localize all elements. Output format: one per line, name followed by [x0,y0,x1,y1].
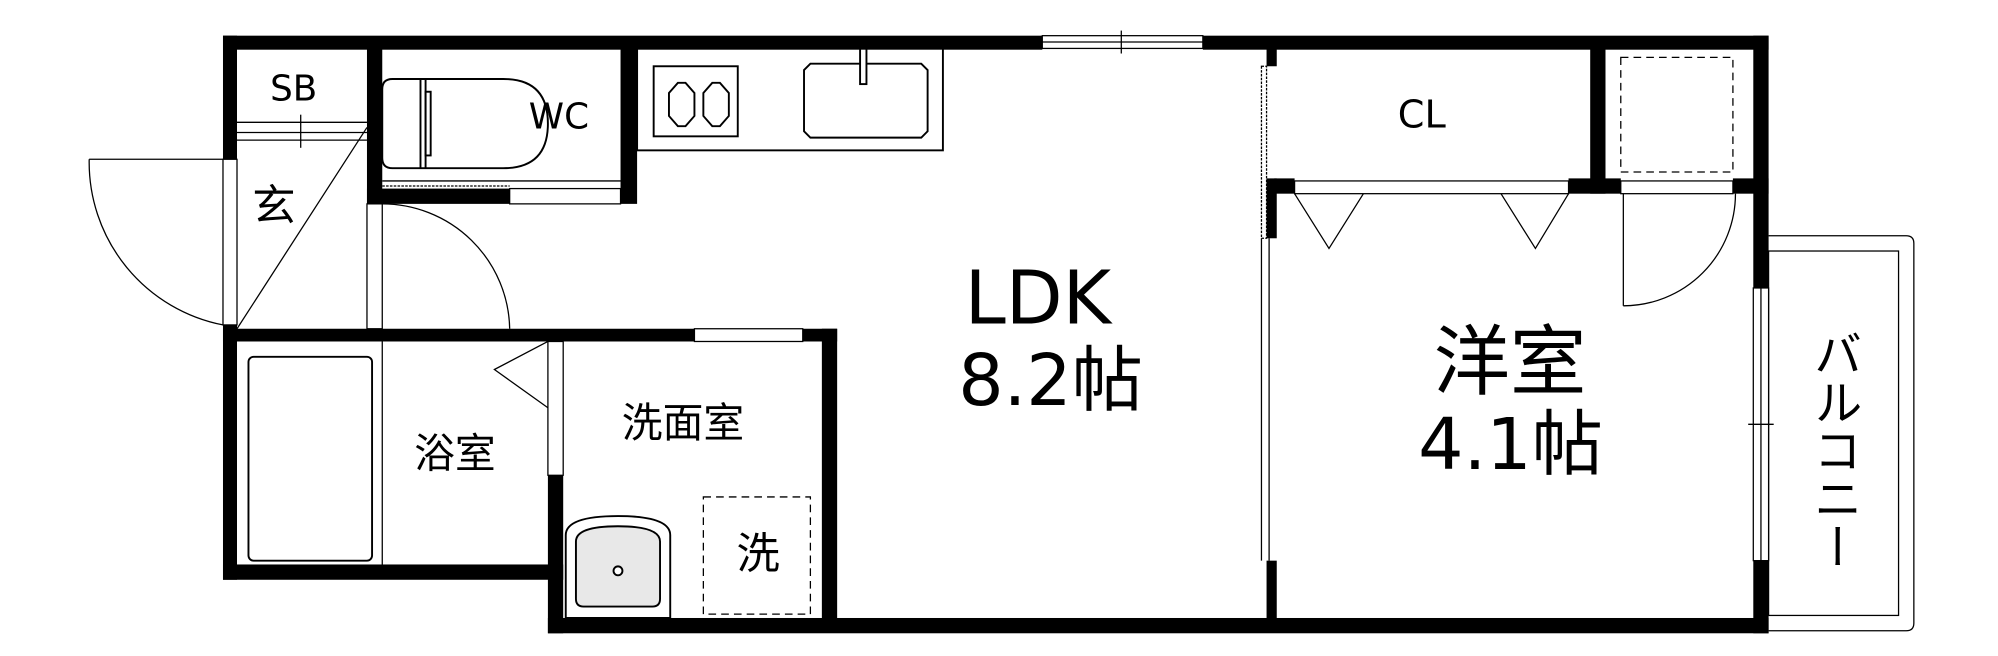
wall-right [1753,560,1769,634]
wall-bottom [547,617,1769,634]
ldk-door-icon [366,203,511,330]
burner-icon [667,81,696,128]
wall-bath-top [222,328,695,342]
toilet-icon [381,78,549,170]
wall-ldk-western [1266,48,1277,67]
wall-sb-wc [366,48,383,204]
kitchen-counter [636,47,944,152]
bathtub-icon [247,355,374,562]
wall-wc-bottom [366,188,510,204]
washer-pan [702,496,812,615]
room-label-genkan: 玄 [252,180,296,232]
wall-left [222,35,238,160]
room-label-closet: CL [1397,93,1446,138]
western-door-icon [1620,180,1737,307]
wash-basin-icon [564,515,672,619]
room-label-wc: WC [528,95,589,138]
room-size-western: 4.1帖 [1418,403,1604,487]
wall-top [1202,35,1769,50]
room-label-western: 洋室 [1433,318,1587,408]
wall-top [222,35,1043,50]
wall-wc-kitchen [620,48,638,204]
genkan-step-line [236,127,368,330]
room-label-washer: 洗 [736,528,780,580]
wall-ldk-western [1266,560,1277,625]
wall-closet-storage [1590,48,1606,194]
wall-left [222,324,238,580]
bath-door-icon [493,340,564,476]
room-label-sb: SB [270,67,318,110]
wall-right [1753,35,1769,288]
wc-sliding-door [382,180,622,205]
wall-bath-wash [547,475,564,634]
wall-washroom-right [821,328,838,622]
wall-closet-bottom [1274,178,1295,194]
wall-ldk-western [1266,178,1277,239]
balcony-window [1748,287,1774,562]
sliding-partition [1260,65,1270,561]
room-label-ldk: LDK [964,254,1112,342]
top-window [1041,30,1204,54]
storage-unit [1620,56,1734,173]
burner-icon [702,81,730,128]
room-size-ldk: 8.2帖 [958,340,1144,424]
stove-icon [652,65,739,138]
room-label-bath: 浴室 [414,429,496,478]
sink-icon [803,62,929,139]
room-label-balcony: バルコニー [1805,328,1862,571]
wall-bath-bottom [222,564,564,580]
entry-door-icon [88,158,238,326]
sb-shelf-icon [237,114,367,148]
room-label-washroom: 洗面室 [621,398,745,448]
closet-door-icon [1293,180,1570,250]
